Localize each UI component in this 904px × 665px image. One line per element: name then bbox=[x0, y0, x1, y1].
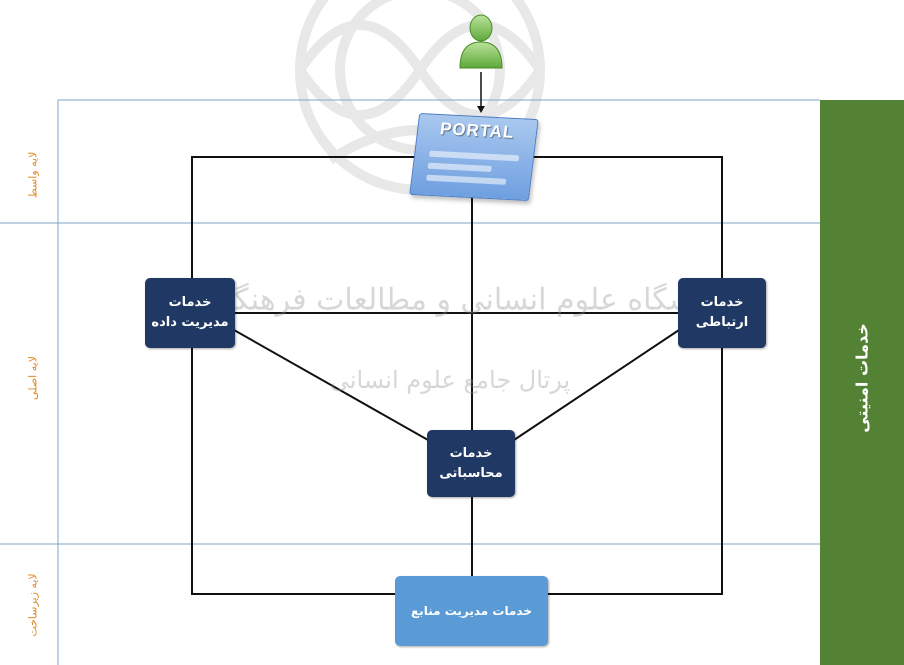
communication-services-node: خدمات ارتباطی bbox=[678, 278, 766, 348]
portal-icon: PORTAL bbox=[409, 112, 539, 202]
user-icon bbox=[459, 14, 503, 69]
data-management-services-node: خدمات مدیریت داده bbox=[145, 278, 235, 348]
outer-loop-left bbox=[191, 156, 418, 595]
computing-line2: محاسباتی bbox=[439, 465, 503, 481]
computing-line1: خدمات bbox=[449, 445, 493, 461]
layer-label-core: لایه اصلی bbox=[26, 356, 40, 400]
computing-services-node: خدمات محاسباتی bbox=[427, 430, 515, 497]
communication-line2: ارتباطی bbox=[695, 315, 749, 330]
user-arrow-head bbox=[477, 106, 485, 113]
data-management-line1: خدمات bbox=[168, 295, 212, 310]
comm-to-computing bbox=[513, 329, 680, 441]
layer-label-middleware: لایه واسط bbox=[26, 151, 40, 199]
security-services-label: خدمات امنیتی bbox=[852, 323, 872, 433]
layer-label-infrastructure: لایه زیرساخت bbox=[26, 573, 40, 637]
watermark-line-2: پرتال جامع علوم انسانی bbox=[329, 366, 571, 394]
data-management-line2: مدیریت داده bbox=[151, 315, 229, 330]
outer-loop-right bbox=[530, 156, 723, 595]
security-services-bar bbox=[820, 100, 904, 665]
resource-management-label: خدمات مدیریت منابع bbox=[410, 604, 532, 618]
resource-management-services-node: خدمات مدیریت منابع bbox=[395, 576, 548, 646]
portal-label: PORTAL bbox=[438, 119, 516, 142]
communication-line1: خدمات bbox=[700, 295, 744, 310]
watermark-line-1: پژوهشگاه علوم انسانی و مطالعات فرهنگی bbox=[209, 282, 751, 318]
data-to-computing bbox=[233, 329, 429, 441]
